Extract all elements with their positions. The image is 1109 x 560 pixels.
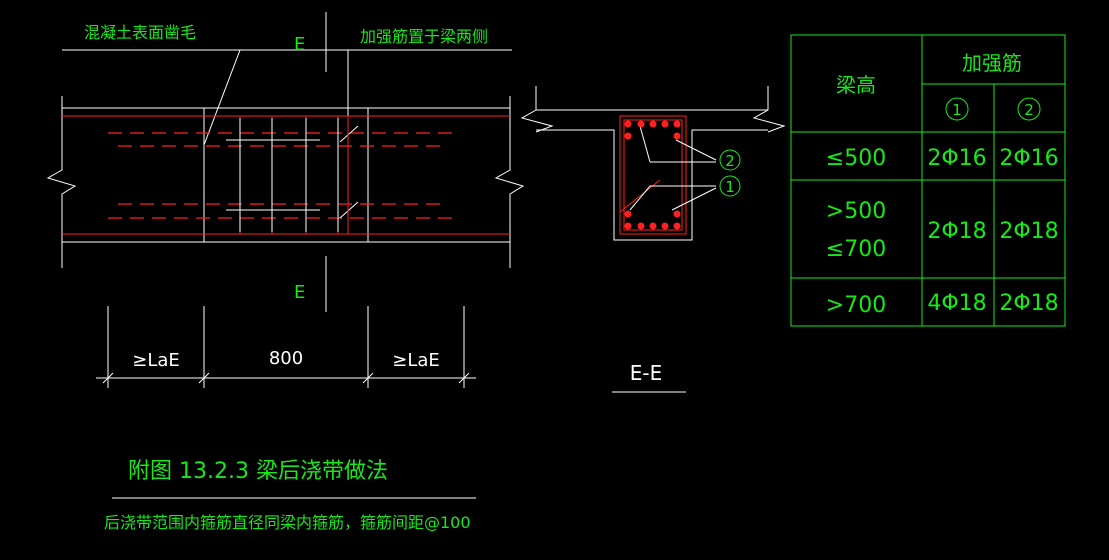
dim-tick (458, 372, 470, 384)
header-col1: 1 (952, 101, 962, 119)
row2-height-b: ≤700 (826, 237, 886, 262)
dimension-middle: 800 (269, 348, 303, 369)
row1-height: ≤500 (826, 146, 886, 171)
rebar-dot (649, 120, 657, 128)
rebar-dot (624, 210, 632, 218)
dim-tick (362, 372, 374, 384)
section-reinforcement (619, 179, 661, 213)
dimension-chain: ≥LaE 800 ≥LaE (96, 306, 476, 388)
row1-col2: 2Φ16 (999, 146, 1058, 171)
leader-1b (671, 187, 717, 211)
beam-elevation: 混凝土表面凿毛 加强筋置于梁两侧 E E (46, 12, 525, 312)
rebar-dot (673, 210, 681, 218)
callout-circle-1 (719, 175, 741, 197)
row3-col2: 2Φ18 (999, 291, 1058, 316)
tick-mark (339, 125, 359, 143)
tick-mark (339, 201, 359, 219)
break-line-left (46, 96, 77, 268)
rebar-dot (673, 132, 681, 140)
rebar-dot (624, 222, 632, 230)
leader-concrete (84, 49, 241, 146)
row3-height: >700 (826, 293, 886, 318)
reinforcement-table: 梁高 加强筋 1 2 ≤500 2Φ16 2Φ16 >500 ≤700 2Φ18… (790, 34, 1066, 327)
rebar-dot (673, 120, 681, 128)
header-reinforcement: 加强筋 (962, 51, 1022, 75)
figure-title: 附图 13.2.3 梁后浇带做法 (128, 459, 388, 484)
header-col2: 2 (1024, 101, 1034, 119)
section-mark-top: E (294, 34, 305, 55)
rebar-dot (661, 222, 669, 230)
rebar-dot (649, 222, 657, 230)
row1-col1: 2Φ16 (927, 146, 986, 171)
slab-break-right (752, 86, 786, 133)
leader-2b (675, 139, 717, 161)
leader-2 (639, 125, 651, 163)
leader-1 (629, 185, 716, 211)
row2-height-a: >500 (826, 199, 886, 224)
row2-col1: 2Φ18 (927, 219, 986, 244)
header-col2-circle (1017, 97, 1041, 121)
rebar-dot (637, 120, 645, 128)
section-mark-bottom: E (294, 282, 305, 303)
callout-1-text: 1 (725, 178, 735, 196)
row3-col1: 4Φ18 (927, 291, 986, 316)
section-bars (624, 120, 681, 230)
rebar-dot (624, 120, 632, 128)
callout-circle-2 (719, 149, 741, 171)
section-title: E-E (630, 361, 663, 385)
header-col1-circle (945, 97, 969, 121)
header-beam-height: 梁高 (836, 73, 876, 97)
dim-tick (198, 372, 210, 384)
figure-note: 后浇带范围内箍筋直径同梁内箍筋，箍筋间距@100 (104, 513, 471, 532)
dimension-right: ≥LaE (392, 350, 440, 371)
slab-break-left (520, 86, 554, 133)
section-stirrup-inner (623, 119, 683, 231)
rebar-dot (637, 222, 645, 230)
concrete-surface-label: 混凝土表面凿毛 (84, 23, 196, 42)
dimension-left: ≥LaE (132, 350, 180, 371)
rebar-dot (673, 222, 681, 230)
reinforcement-side-label: 加强筋置于梁两侧 (360, 27, 488, 46)
dim-tick (102, 372, 114, 384)
rebar-dot (624, 132, 632, 140)
break-line-right (494, 96, 525, 268)
row2-col2: 2Φ18 (999, 219, 1058, 244)
section-e-e: 2 1 E-E (520, 86, 786, 393)
rebar-dot (661, 120, 669, 128)
beam-section-outline (536, 129, 768, 241)
callout-2-text: 2 (725, 152, 735, 170)
section-stirrup (619, 115, 687, 235)
figure-caption: 附图 13.2.3 梁后浇带做法 后浇带范围内箍筋直径同梁内箍筋，箍筋间距@10… (104, 459, 476, 532)
